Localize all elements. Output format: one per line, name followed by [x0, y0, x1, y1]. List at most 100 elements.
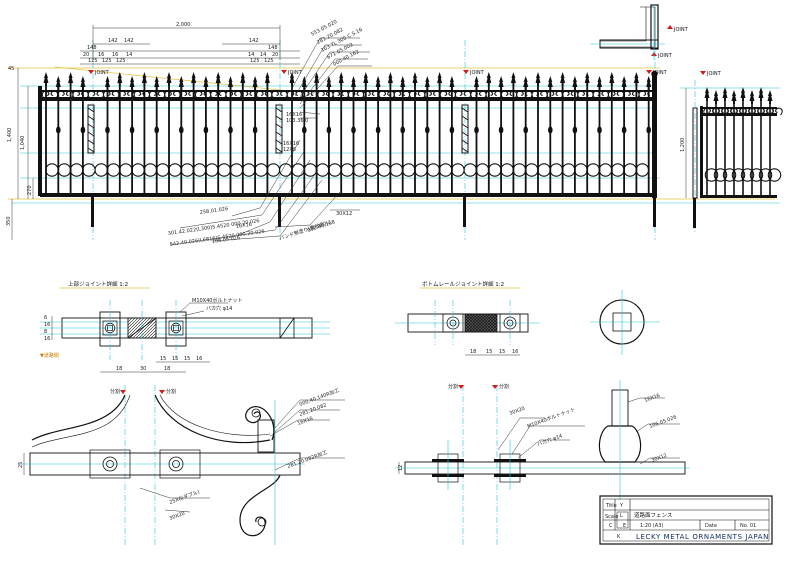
ring [598, 163, 613, 177]
finials [43, 72, 652, 90]
pickets [45, 86, 650, 194]
finial [535, 72, 541, 86]
picket [217, 86, 220, 194]
dim: 16 [44, 322, 50, 328]
dim-sub: 125 [116, 58, 126, 64]
picket [438, 86, 441, 194]
finial [474, 76, 479, 90]
joint-label: JOINT [706, 71, 722, 77]
dim: 15 [172, 356, 178, 362]
knuckle [203, 126, 209, 134]
picket [598, 86, 601, 194]
scroll [225, 90, 242, 99]
ring [475, 163, 490, 177]
side-finial [749, 90, 755, 104]
picket [315, 86, 318, 194]
ring [168, 163, 182, 177]
ring [340, 163, 354, 177]
title-block: Title 道路面フェンス Scale 1:20 (A3) Date No. 0… [599, 495, 773, 545]
picket [254, 86, 256, 194]
leader: 16X16 [235, 222, 252, 230]
picket [537, 86, 539, 194]
finial [105, 76, 110, 90]
scale-label: Scale [605, 514, 618, 520]
ring [426, 163, 441, 177]
scroll [439, 90, 457, 99]
scroll [102, 90, 120, 99]
dim-h1400: 1,400 [7, 128, 13, 142]
dim-sub: 14 [260, 52, 266, 58]
picket [291, 86, 293, 194]
side-fence-elevation [680, 80, 783, 232]
knuckle [154, 126, 159, 134]
picket [574, 86, 576, 194]
scroll [470, 90, 487, 99]
leader: 103.36.0 [286, 118, 308, 124]
finial [178, 76, 184, 90]
picket [512, 86, 515, 194]
knuckle [646, 126, 651, 134]
dim: 18 [164, 366, 170, 372]
corner-plan-detail [590, 4, 665, 60]
scroll [87, 90, 105, 99]
leader: 106.05.026 [649, 414, 678, 429]
road-side: ▼道路側 [40, 352, 59, 359]
joint-label: JOINT [469, 70, 485, 76]
picket [106, 86, 109, 194]
finial [68, 72, 74, 86]
side-finial [758, 87, 764, 101]
finial [351, 76, 356, 90]
dim-h350: 350 [6, 216, 12, 226]
finial [43, 72, 49, 86]
side-picket [760, 100, 762, 195]
scroll [592, 90, 610, 99]
finial [547, 76, 553, 90]
ring [389, 163, 404, 177]
dim: 30 [140, 366, 146, 372]
dim-sub: 14 [248, 52, 254, 58]
dim-sub: 125 [88, 58, 98, 64]
side-finial [767, 90, 773, 104]
finial [387, 72, 393, 86]
ring [143, 163, 158, 177]
section-title: 上部ジョイント詳細 1:2 [68, 280, 128, 288]
ring [291, 163, 305, 177]
picket [426, 86, 429, 194]
knuckle [400, 126, 405, 134]
finial [449, 76, 455, 90]
title-label: Title [605, 503, 617, 509]
picket [524, 86, 527, 194]
picket [180, 86, 183, 194]
finial [363, 72, 369, 86]
finial [375, 76, 381, 90]
side-picket [706, 100, 708, 195]
picket [610, 86, 613, 194]
dim: 18 [116, 366, 122, 372]
finial [55, 76, 61, 90]
picket [131, 86, 133, 194]
dim: 15 [499, 349, 505, 355]
ring [512, 163, 527, 177]
picket [57, 86, 60, 194]
drawing-title: 道路面フェンス [634, 511, 672, 519]
dim: 25 [18, 462, 24, 468]
ring [119, 163, 133, 177]
ring [549, 163, 564, 177]
fence-elevation: JOINT JOINT JOINT JOINT JOINT JOINT JOIN… [6, 4, 783, 248]
picket [205, 86, 207, 194]
finial [400, 76, 406, 90]
ring [242, 163, 256, 177]
leader: 16X16 [286, 112, 302, 118]
finial [338, 72, 344, 86]
ring [352, 163, 367, 177]
picket [118, 86, 121, 194]
ring [377, 163, 391, 177]
dim-sub: 20 [83, 52, 89, 58]
picket [328, 86, 330, 194]
picket [389, 86, 392, 194]
picket [155, 86, 158, 194]
lower-left-section: 分割 分割 25 000.40.140R加工 2 [18, 385, 345, 545]
height-dimensions: 1,400 1,040 270 350 1,200 [6, 68, 687, 240]
ring [488, 163, 502, 177]
knuckle [228, 126, 233, 134]
